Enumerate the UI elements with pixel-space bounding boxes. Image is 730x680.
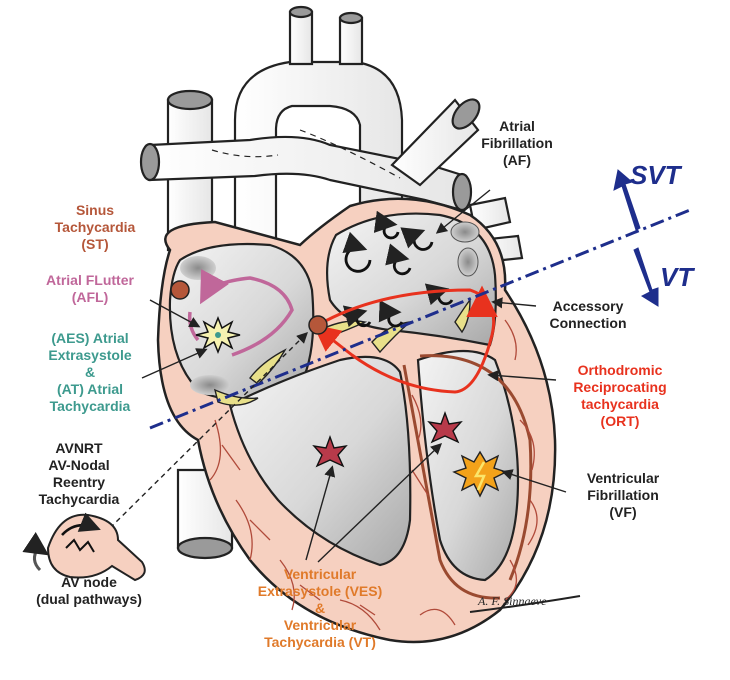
branch-1-opening [288,5,314,19]
svt-label: SVT [630,160,681,190]
st-label: Sinus Tachycardia (ST) [54,202,136,252]
ves-vt-label: Ventricular Extrasystole (VES) & Ventric… [257,566,383,650]
vf-leader [501,469,567,493]
vt-arrow [633,247,659,307]
af-circuit [385,243,412,276]
avnrt-label: AVNRT AV-Nodal Reentry Tachycardia [38,440,120,507]
aortic-arch [233,60,404,242]
vf-lightning [473,461,486,491]
ves-leader [305,465,336,561]
ves-leader [317,443,443,563]
av-node-pathway [65,538,95,553]
ort-label: Orthodromic Reciprocating tachycardia (O… [573,362,667,429]
pa-right-opening [451,172,473,212]
afl-label: Atrial FLutter (AFL) [46,272,134,305]
aortic-branch-1 [288,10,314,66]
aes-at-label: (AES) Atrial Extrasystole & (AT) Atrial … [48,330,132,414]
aortic-branch-2 [338,16,364,66]
vt-label: VT [660,262,694,292]
ort-circuit [312,288,496,394]
ves-star [312,434,348,468]
author-signature: A. F. Sinnaeve [478,594,547,608]
pv-opening-top [451,98,481,130]
svc-opening [166,89,214,111]
tricuspid-valve [249,348,287,385]
svt-vt-divider [149,208,691,430]
ves-star [427,410,463,444]
great-vessels [139,5,524,560]
accessory-leader [491,297,537,309]
af-circuits [342,210,454,328]
ivc-opening [176,536,234,560]
afl-circuit [200,269,294,357]
afl-leader [149,299,201,328]
av-node-heart [308,315,328,335]
sa-node [170,280,190,300]
pa-left-opening [139,142,161,182]
av-node-pathway [61,512,101,536]
pulmonary-vein-opening [450,221,480,243]
af-leader [435,189,491,234]
af-circuit [373,210,400,240]
lv-conduction-band [419,354,533,581]
vf-burst [452,450,508,498]
avnrt-leader [109,332,308,529]
af-label: Atrial Fibrillation (AF) [481,118,553,168]
av-node-label: AV node (dual pathways) [36,574,142,607]
accessory-label: Accessory Connection [549,298,627,331]
signature-underline [469,595,581,613]
af-circuit [342,231,372,273]
svc-inner-opening [180,256,216,280]
purkinje-network [209,319,538,631]
pulmonary-vein-opening [457,247,479,277]
aorta-hidden-edge [299,129,401,179]
ivc-inner-opening [190,375,230,395]
af-circuit [378,300,404,328]
svt-arrow [613,169,641,231]
av-node-reentry [22,532,49,572]
af-circuit [342,305,372,328]
septal-conduction-band [402,364,501,600]
vf-label: Ventricular Fibrillation (VF) [586,470,660,520]
av-node-zoom [46,513,146,582]
branch-2-opening [338,11,364,25]
aes-leader [141,348,208,379]
svc-hidden-edge [211,149,279,158]
leader-lines [141,189,567,563]
aes-star-center [215,332,221,338]
ort-leader [487,370,557,382]
af-circuit [400,227,434,251]
